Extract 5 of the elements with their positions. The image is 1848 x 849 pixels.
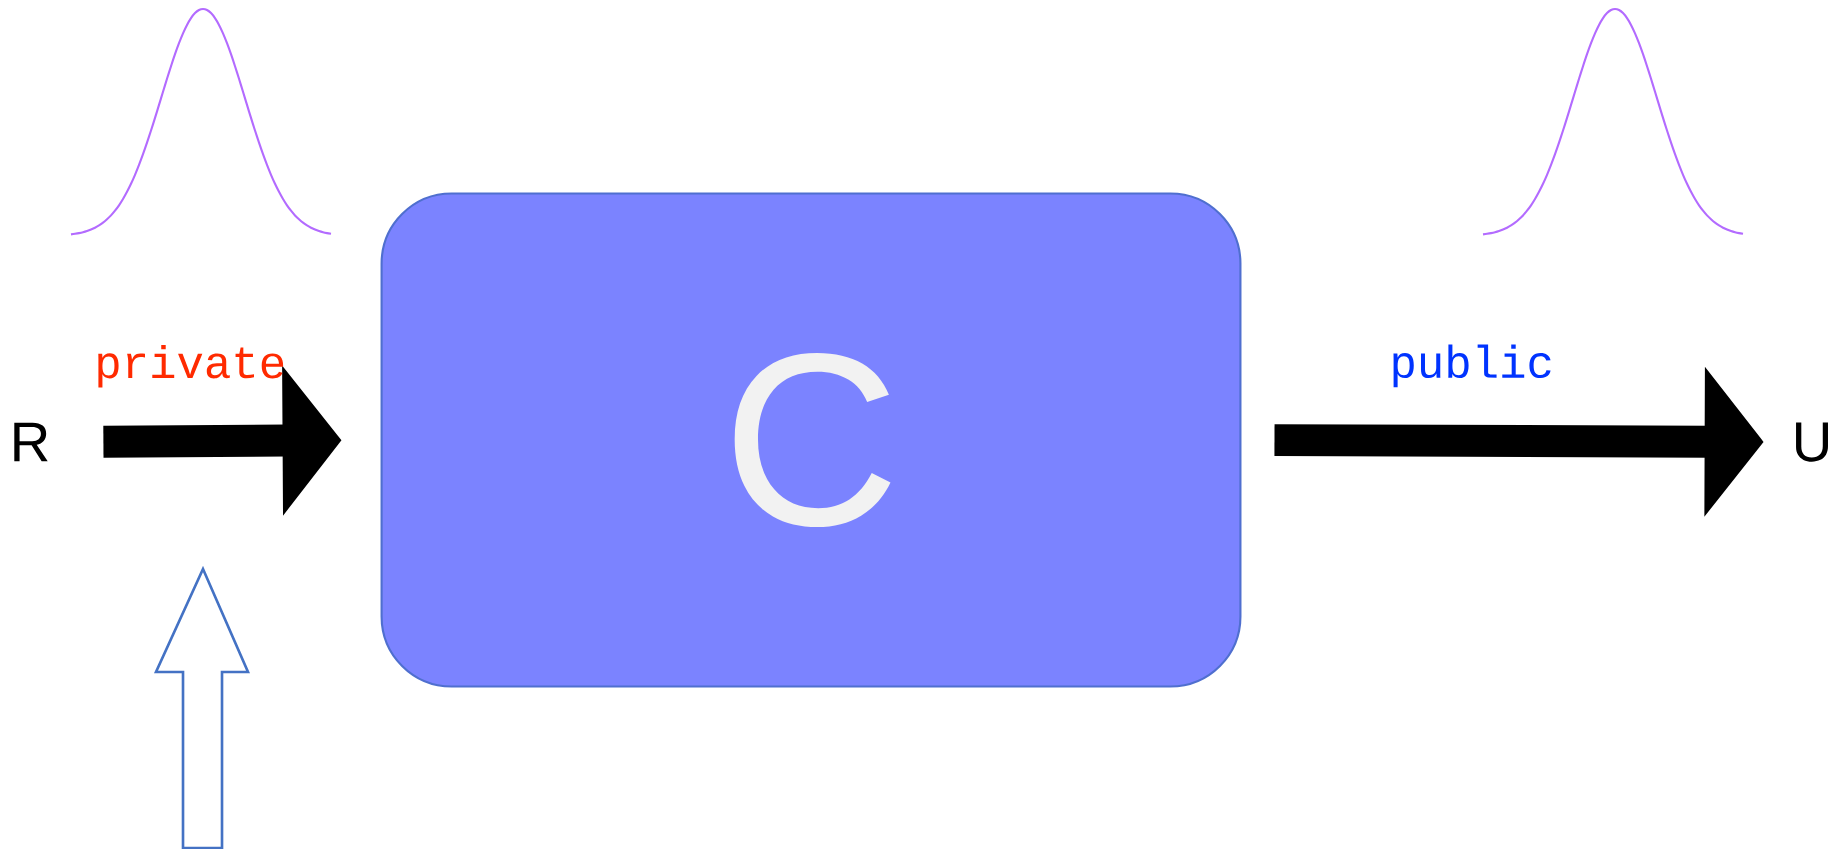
edge-label: private [98, 344, 284, 388]
rounded-box: C [380, 192, 1242, 688]
letter-label: R [14, 422, 48, 462]
edge-label: public [1393, 344, 1551, 388]
letter-label: U [1796, 422, 1828, 462]
